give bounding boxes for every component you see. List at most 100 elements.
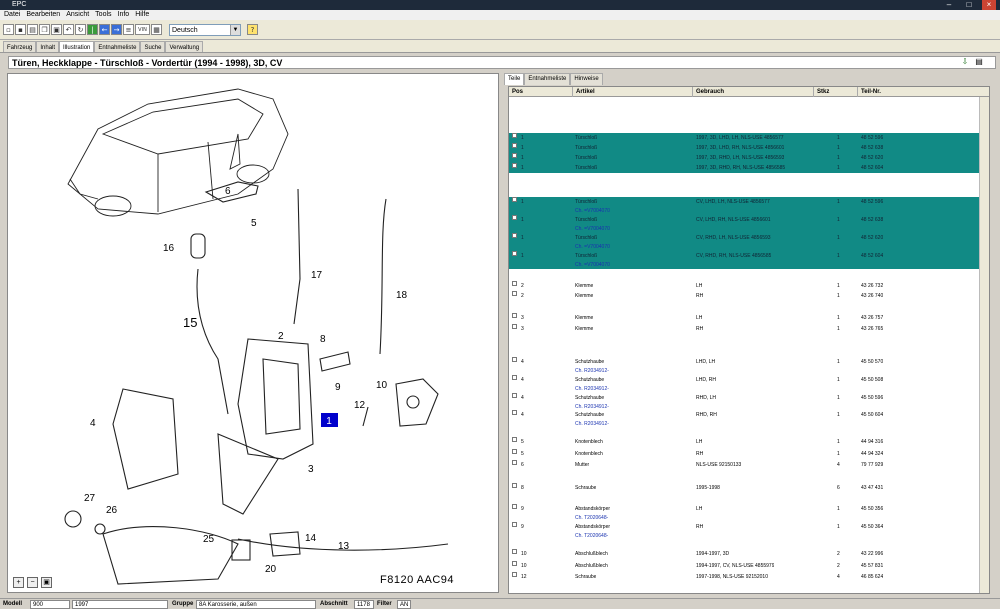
row-checkbox[interactable]	[512, 504, 517, 509]
print-icon[interactable]: ▤	[27, 24, 38, 35]
col-pos[interactable]: Pos	[509, 87, 573, 97]
save-icon[interactable]: ▪	[15, 24, 26, 35]
row-checkbox[interactable]	[512, 393, 517, 398]
callout-12[interactable]: 12	[354, 400, 366, 411]
callout-1-box[interactable]	[321, 413, 338, 427]
callout-15[interactable]: 15	[183, 315, 197, 330]
col-gebrauch[interactable]: Gebrauch	[693, 87, 814, 97]
row-checkbox[interactable]	[512, 357, 517, 362]
row-checkbox[interactable]	[512, 133, 517, 138]
row-checkbox[interactable]	[512, 437, 517, 442]
paste-icon[interactable]: ▣	[51, 24, 62, 35]
callout-20[interactable]: 20	[265, 564, 277, 575]
row-checkbox[interactable]	[512, 215, 517, 220]
row-checkbox[interactable]	[512, 197, 517, 202]
row-checkbox[interactable]	[512, 233, 517, 238]
row-checkbox[interactable]	[512, 324, 517, 329]
row-checkbox[interactable]	[512, 549, 517, 554]
callout-1[interactable]: 1	[326, 416, 332, 427]
tab-suche[interactable]: Suche	[140, 41, 166, 52]
callout-18[interactable]: 18	[396, 290, 408, 301]
row-checkbox[interactable]	[512, 460, 517, 465]
menu-hilfe[interactable]: Hilfe	[135, 11, 150, 18]
filter-icon[interactable]: ▦	[151, 24, 162, 35]
language-select[interactable]: Deutsch ▼	[169, 23, 241, 36]
callout-2[interactable]: 2	[278, 331, 284, 342]
minimize-icon[interactable]: –	[946, 0, 952, 9]
callout-25[interactable]: 25	[203, 534, 215, 545]
maximize-icon[interactable]: □	[966, 0, 972, 9]
row-checkbox[interactable]	[512, 483, 517, 488]
row-checkbox[interactable]	[512, 410, 517, 415]
menu-ansicht[interactable]: Ansicht	[66, 11, 90, 18]
menu-datei[interactable]: Datei	[4, 11, 21, 18]
col-teil-nr[interactable]: Teil-Nr.	[861, 89, 881, 95]
menu-info[interactable]: Info	[117, 11, 130, 18]
tab-teile[interactable]: Teile	[504, 73, 525, 85]
print-icon[interactable]: ▤	[975, 57, 983, 66]
row-checkbox[interactable]	[512, 163, 517, 168]
callout-27[interactable]: 27	[84, 493, 96, 504]
vin-button[interactable]: VIN	[135, 24, 150, 35]
row-checkbox[interactable]	[512, 281, 517, 286]
callout-3[interactable]: 3	[308, 464, 314, 475]
row-checkbox[interactable]	[512, 375, 517, 380]
undo-icon[interactable]: ↶	[63, 24, 74, 35]
forward-arrow-icon[interactable]: →	[111, 24, 122, 35]
callout-26[interactable]: 26	[106, 505, 118, 516]
callout-9[interactable]: 9	[335, 382, 341, 393]
row-checkbox[interactable]	[512, 313, 517, 318]
menu-tools[interactable]: Tools	[95, 11, 112, 18]
close-icon[interactable]: ×	[982, 0, 996, 10]
copy-icon[interactable]: ❐	[39, 24, 50, 35]
export-icon[interactable]: ⇩	[961, 57, 969, 66]
tab-hinweise[interactable]: Hinweise	[570, 73, 603, 85]
list-icon[interactable]: ≡	[123, 24, 134, 35]
callout-14[interactable]: 14	[305, 533, 317, 544]
row-checkbox[interactable]	[512, 522, 517, 527]
callout-13[interactable]: 13	[338, 541, 350, 552]
row-checkbox[interactable]	[512, 153, 517, 158]
zoom-fit-icon[interactable]: ▣	[41, 577, 52, 588]
callout-4[interactable]: 4	[90, 418, 96, 429]
chevron-down-icon[interactable]: ▼	[230, 24, 240, 35]
help-button[interactable]: ?	[247, 24, 258, 35]
callout-5[interactable]: 5	[251, 218, 257, 229]
row-checkbox[interactable]	[512, 291, 517, 296]
callout-17[interactable]: 17	[311, 270, 323, 281]
new-icon[interactable]: ▫	[3, 24, 14, 35]
callout-8[interactable]: 8	[320, 334, 326, 345]
row-checkbox[interactable]	[512, 251, 517, 256]
row-checkbox[interactable]	[512, 449, 517, 454]
tab-verwaltung[interactable]: Verwaltung	[165, 41, 204, 52]
row-checkbox[interactable]	[512, 572, 517, 577]
col-artikel[interactable]: Artikel	[573, 87, 693, 97]
row-checkbox[interactable]	[512, 561, 517, 566]
callout-6[interactable]: 6	[225, 186, 231, 197]
refresh-icon[interactable]: ↻	[75, 24, 86, 35]
row-checkbox[interactable]	[512, 143, 517, 148]
zoom-in-icon[interactable]: +	[13, 577, 24, 588]
